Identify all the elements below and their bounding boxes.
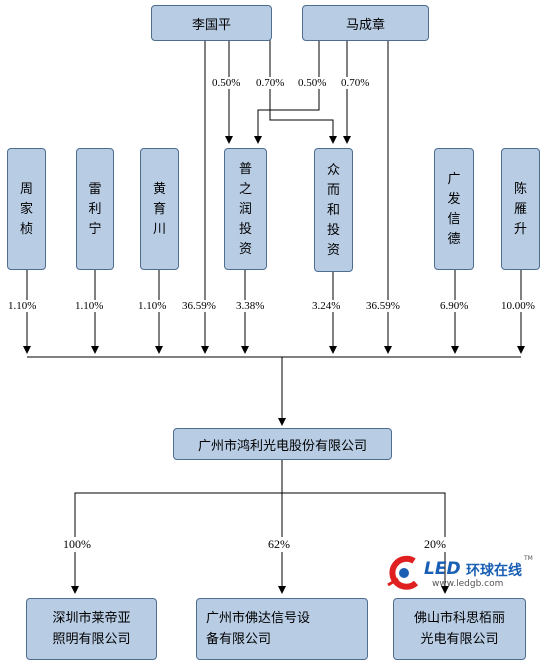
shareholder-zhou-jiazhen: 周 家 桢 xyxy=(7,148,46,270)
company-hongli-optoelectronics: 广州市鸿利光电股份有限公司 xyxy=(173,428,392,460)
pct-ma-to-puzhirun: 0.50% xyxy=(298,77,327,89)
char: 雷 xyxy=(88,182,102,197)
char: 陈 xyxy=(513,182,527,197)
shareholder-guangfa-xinde: 广 发 信 德 xyxy=(434,148,474,270)
pct-zhou: 1.10% xyxy=(8,300,37,312)
shareholder-li-guoping: 李国平 xyxy=(151,5,272,41)
shareholder-ma-chengzhang: 马成章 xyxy=(302,5,429,41)
watermark-url: www.ledgb.com xyxy=(432,579,504,589)
shareholder-huang-yuchuan: 黄 育 川 xyxy=(140,148,179,270)
char: 润 xyxy=(238,202,252,217)
char: 和 xyxy=(326,203,340,218)
char: 投 xyxy=(238,222,252,237)
pct-shenzhen: 100% xyxy=(63,537,91,552)
pct-zhongerhe: 3.24% xyxy=(312,300,341,312)
pct-foshan: 20% xyxy=(424,537,446,552)
char: 广 xyxy=(447,172,461,187)
pct-guangzhou: 62% xyxy=(268,537,290,552)
char: 周 xyxy=(19,182,33,197)
subsidiary-line: 照明有限公司 xyxy=(52,632,131,647)
shareholder-chen-yansheng: 陈 雁 升 xyxy=(501,148,540,270)
pct-li-guoping: 36.59% xyxy=(182,300,216,312)
char: 宁 xyxy=(88,222,102,237)
char: 桢 xyxy=(19,222,33,237)
pct-guangfa: 6.90% xyxy=(440,300,469,312)
char: 众 xyxy=(326,163,340,178)
pct-lei: 1.10% xyxy=(75,300,104,312)
subsidiary-foshan-kesibaili: 佛山市科思栢丽 光电有限公司 xyxy=(393,598,526,660)
shareholder-zhongerhe-investment: 众 而 和 投 资 xyxy=(314,148,353,272)
pct-li-to-puzhirun: 0.50% xyxy=(212,77,241,89)
char: 之 xyxy=(238,182,252,197)
char: 黄 xyxy=(152,182,166,197)
char: 利 xyxy=(88,202,102,217)
subsidiary-line: 佛山市科思栢丽 xyxy=(413,611,505,626)
char: 资 xyxy=(326,243,340,258)
char: 普 xyxy=(238,162,252,177)
subsidiary-shenzhen-laidiya: 深圳市莱帝亚 照明有限公司 xyxy=(26,598,157,660)
char: 信 xyxy=(447,212,461,227)
char: 家 xyxy=(19,202,33,217)
pct-li-to-zhongerhe: 0.70% xyxy=(256,77,285,89)
subsidiary-guangzhou-foda: 广州市佛达信号设 备有限公司 xyxy=(196,598,368,660)
char: 而 xyxy=(326,183,340,198)
char: 资 xyxy=(238,242,252,257)
watermark-name: 环球在线 xyxy=(466,563,522,579)
shareholder-puzhirun-investment: 普 之 润 投 资 xyxy=(224,148,267,270)
pct-huang: 1.10% xyxy=(138,300,167,312)
pct-chen: 10.00% xyxy=(501,300,535,312)
char: 投 xyxy=(326,223,340,238)
char: 发 xyxy=(447,192,461,207)
subsidiary-line: 广州市佛达信号设 xyxy=(206,611,311,626)
subsidiary-line: 深圳市莱帝亚 xyxy=(52,611,131,626)
char: 川 xyxy=(152,222,166,237)
subsidiary-line: 光电有限公司 xyxy=(420,632,499,647)
watermark-brand: LED xyxy=(424,559,461,579)
pct-puzhirun: 3.38% xyxy=(236,300,265,312)
watermark-tm: TM xyxy=(524,555,533,562)
pct-ma-chengzhang: 36.59% xyxy=(366,300,400,312)
subsidiary-line: 备有限公司 xyxy=(206,632,272,647)
char: 育 xyxy=(152,202,166,217)
char: 升 xyxy=(513,222,527,237)
shareholder-lei-lining: 雷 利 宁 xyxy=(76,148,114,270)
pct-ma-to-zhongerhe: 0.70% xyxy=(341,77,370,89)
led-logo-icon xyxy=(387,555,419,590)
char: 德 xyxy=(447,232,461,247)
char: 雁 xyxy=(513,202,527,217)
led-watermark-logo: LED 环球在线 TM www.ledgb.com xyxy=(384,555,534,595)
